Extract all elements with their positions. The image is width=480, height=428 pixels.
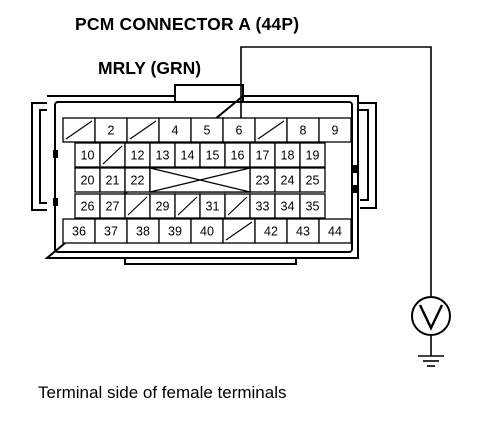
- side-latches: [53, 150, 357, 206]
- terminal-18: [274, 142, 301, 168]
- terminal-number: 38: [136, 225, 150, 239]
- terminal-number: 9: [332, 124, 339, 138]
- terminal-number: 33: [256, 200, 270, 214]
- terminal-number: 36: [72, 225, 86, 239]
- diagram-title: PCM CONNECTOR A (44P): [75, 14, 300, 34]
- terminal-14: [174, 142, 201, 168]
- terminal-38: [126, 218, 160, 244]
- terminal-number: 29: [156, 200, 170, 214]
- terminal-number: 44: [328, 225, 342, 239]
- blank-slash: [177, 196, 198, 216]
- blank-slash: [257, 120, 285, 140]
- terminal-25: [299, 167, 326, 193]
- terminal-number: 27: [106, 200, 120, 214]
- probe-wire: [240, 46, 432, 296]
- terminal-number: 8: [300, 124, 307, 138]
- terminal-number: 34: [281, 200, 295, 214]
- terminal-39: [158, 218, 192, 244]
- terminal-12: [124, 142, 151, 168]
- terminal-number: 17: [256, 149, 270, 163]
- terminal-15: [199, 142, 226, 168]
- blank-slash: [65, 120, 93, 140]
- terminal-number: 26: [81, 200, 95, 214]
- terminal-number: 14: [181, 149, 195, 163]
- terminal-number: 25: [306, 174, 320, 188]
- blank-slash: [102, 145, 123, 165]
- terminal-number: 23: [256, 174, 270, 188]
- voltmeter-icon: [411, 296, 451, 356]
- blank-slash: [225, 221, 253, 241]
- diagram-caption: Terminal side of female terminals: [38, 383, 287, 402]
- terminal-number: 43: [296, 225, 310, 239]
- terminal-23: [249, 167, 276, 193]
- terminal-number: 5: [204, 124, 211, 138]
- terminal-13: [149, 142, 176, 168]
- terminal-9: [318, 117, 352, 143]
- blank-slash: [227, 196, 248, 216]
- terminal-number: 31: [206, 200, 220, 214]
- terminal-8: [286, 117, 320, 143]
- terminal-24: [274, 167, 301, 193]
- terminal-43: [286, 218, 320, 244]
- terminal-35: [299, 193, 326, 219]
- terminal-44: [318, 218, 352, 244]
- terminal-number: 21: [106, 174, 120, 188]
- terminal-number: 24: [281, 174, 295, 188]
- terminal-number: 13: [156, 149, 170, 163]
- ground-icon: [418, 355, 444, 367]
- terminal-19: [299, 142, 326, 168]
- terminal-40: [190, 218, 224, 244]
- terminal-31: [199, 193, 226, 219]
- terminal-22: [124, 167, 151, 193]
- blank-slash: [127, 196, 148, 216]
- terminal-number: 40: [200, 225, 214, 239]
- terminal-number: 16: [231, 149, 245, 163]
- terminal-number: 2: [108, 124, 115, 138]
- terminal-29: [149, 193, 176, 219]
- terminal-20: [74, 167, 101, 193]
- blank-cross: [149, 167, 251, 193]
- terminal-4: [158, 117, 192, 143]
- wire-label: MRLY (GRN): [98, 58, 202, 78]
- terminal-number: 39: [168, 225, 182, 239]
- terminal-5: [190, 117, 224, 143]
- terminal-number: 15: [206, 149, 220, 163]
- terminal-number: 18: [281, 149, 295, 163]
- terminal-number: 20: [81, 174, 95, 188]
- terminal-17: [249, 142, 276, 168]
- terminal-number: 4: [172, 124, 179, 138]
- terminal-number: 12: [131, 149, 145, 163]
- terminal-number: 10: [81, 149, 95, 163]
- terminal-number: 22: [131, 174, 145, 188]
- terminal-number: 37: [104, 225, 118, 239]
- terminal-number: 42: [264, 225, 278, 239]
- terminal-number: 6: [236, 124, 243, 138]
- terminal-number: 19: [306, 149, 320, 163]
- terminal-number: 35: [306, 200, 320, 214]
- terminal-21: [99, 167, 126, 193]
- blank-slash: [129, 120, 157, 140]
